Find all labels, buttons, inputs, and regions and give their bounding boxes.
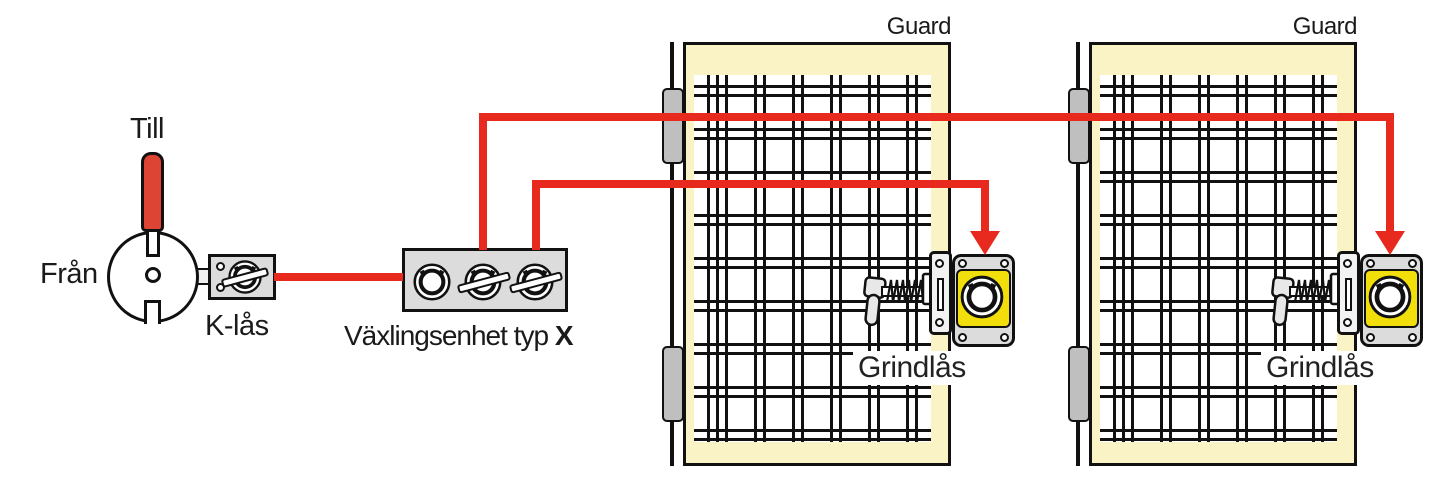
screw-icon [1343, 259, 1352, 268]
red-line-route1-drop [981, 184, 989, 231]
dial-center-hole-icon [145, 267, 161, 283]
till-label: Till [130, 113, 164, 145]
lock-cylinder-icon [1367, 274, 1413, 320]
guard-label: Guard [1292, 13, 1358, 40]
fran-label: Från [40, 258, 98, 290]
spring-bolt-icon [1267, 272, 1344, 328]
gate-lock-body [1360, 254, 1423, 347]
dial-notch-icon [144, 300, 161, 324]
gate-frame [1089, 42, 1357, 466]
keeper-slot [1345, 278, 1352, 311]
red-line-klas-to-unit [274, 273, 403, 281]
screw-icon [1366, 259, 1375, 268]
red-line-route1-riser [532, 183, 540, 250]
keeper-slot [937, 278, 944, 311]
screw-icon [1366, 333, 1375, 342]
arrow-down-icon [1375, 231, 1405, 255]
screw-icon [958, 333, 967, 342]
switching-unit-label-text: Växlingsenhet typ [344, 320, 549, 351]
red-line-route2-riser [479, 116, 487, 250]
red-line-route2-horizontal [479, 113, 1394, 121]
screw-icon [1000, 333, 1009, 342]
guard-label: Guard [886, 13, 952, 40]
gate-2: Guard [1068, 13, 1358, 466]
gate-post [1076, 42, 1080, 466]
switching-unit-type: X [554, 320, 574, 351]
hinge-icon [1068, 346, 1090, 422]
screw-icon [216, 262, 225, 271]
key-handle-icon [141, 152, 164, 232]
red-line-route1-horizontal [532, 180, 989, 188]
hinge-icon [662, 88, 684, 164]
latch-keeper-plate [929, 251, 952, 335]
hinge-icon [1068, 88, 1090, 164]
red-line-route2-drop [1386, 117, 1394, 231]
gate-mesh [1100, 75, 1337, 442]
switching-unit [402, 248, 568, 312]
gate-1: Guard [662, 13, 952, 466]
screw-icon [935, 259, 944, 268]
k-las-label: K-lås [205, 310, 269, 342]
hinge-icon [662, 346, 684, 422]
k-las-unit [208, 254, 276, 300]
switching-unit-label: Växlingsenhet typ X [344, 320, 573, 352]
spring-bolt-icon [859, 272, 936, 328]
latch-keeper-plate [1337, 251, 1360, 335]
screw-icon [958, 259, 967, 268]
gate-post [670, 42, 674, 466]
gate-frame [683, 42, 951, 466]
screw-icon [1000, 259, 1009, 268]
screw-icon [1343, 318, 1352, 327]
arrow-down-icon [970, 231, 1000, 255]
lock-cylinder-icon [412, 262, 452, 302]
grindlas-label: Grindlås [853, 351, 971, 385]
gate-lock-body [952, 254, 1015, 347]
screw-icon [1408, 259, 1417, 268]
lock-cylinder-icon [959, 274, 1005, 320]
screw-icon [935, 318, 944, 327]
screw-icon [1408, 333, 1417, 342]
gate-mesh [694, 75, 931, 442]
grindlas-label: Grindlås [1261, 351, 1379, 385]
